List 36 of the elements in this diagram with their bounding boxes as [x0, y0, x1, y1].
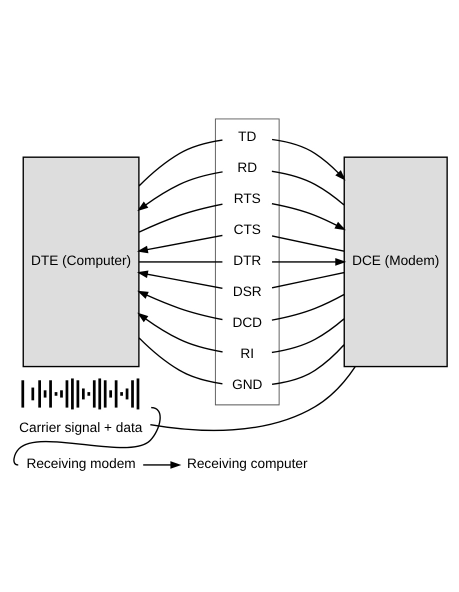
connector — [150, 366, 356, 431]
node-text: Receiving modem — [26, 456, 136, 471]
node-box: DTE (Computer) — [22, 156, 140, 367]
arrow — [136, 270, 223, 289]
node-text: CTS — [234, 222, 261, 237]
node-text: GND — [232, 376, 262, 392]
node-text: RI — [240, 345, 254, 360]
node-text: Receiving computer — [186, 456, 308, 471]
arrow — [143, 460, 182, 468]
connector — [272, 318, 344, 353]
arrow — [272, 258, 346, 266]
connector — [138, 203, 223, 232]
connector — [272, 271, 344, 288]
arrow — [137, 312, 223, 352]
node-label: Carrier signal + data — [19, 420, 142, 435]
arrow — [137, 170, 223, 211]
connector — [138, 336, 223, 384]
node-text: RTS — [234, 190, 261, 206]
node-box: DCE (Modem) — [344, 156, 448, 367]
node-text: DSR — [232, 284, 262, 299]
arrow — [272, 138, 346, 180]
connector — [138, 138, 223, 186]
node-text: TD — [238, 128, 256, 144]
connector — [272, 293, 344, 320]
connector — [272, 170, 344, 206]
node-text: RD — [237, 160, 258, 175]
node-text: DCD — [232, 314, 262, 330]
cluster — [214, 118, 280, 405]
arrow — [137, 290, 223, 320]
connector — [272, 234, 344, 252]
arrow — [136, 234, 223, 253]
arrow — [272, 202, 346, 230]
connector — [272, 344, 345, 384]
connector — [139, 260, 222, 262]
connector — [13, 406, 161, 466]
node-text: DTR — [233, 252, 262, 268]
